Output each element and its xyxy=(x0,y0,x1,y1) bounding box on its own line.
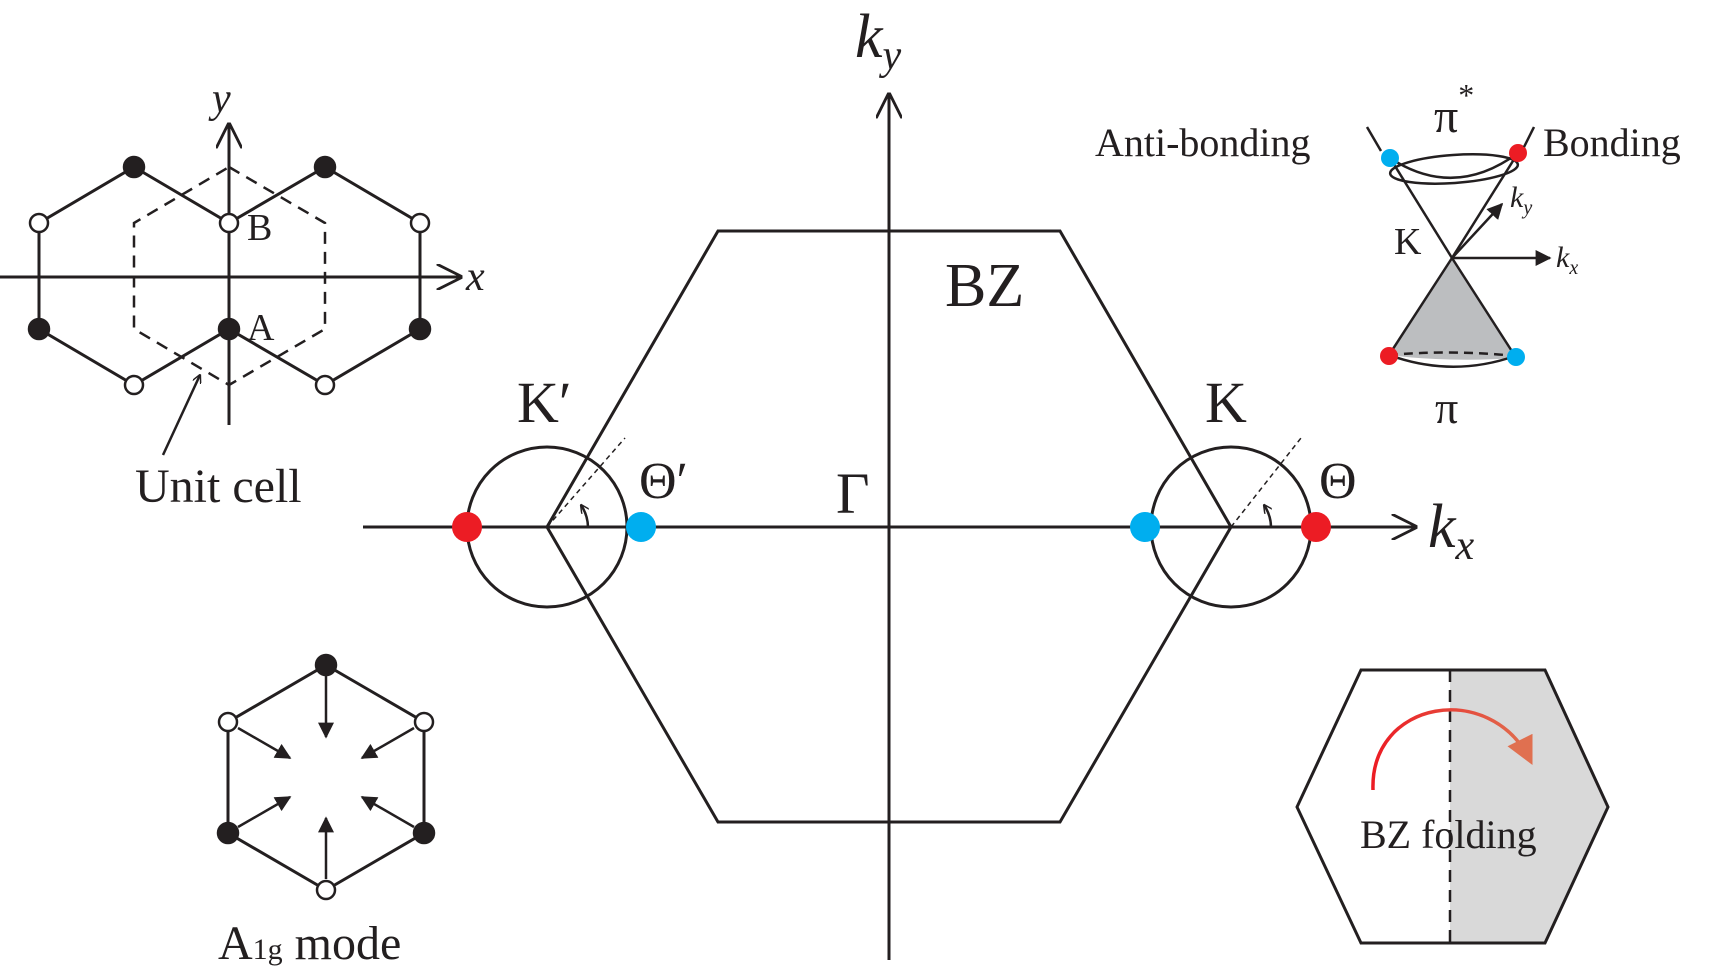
lower-cone-right xyxy=(1450,257,1517,357)
mode-atom xyxy=(413,711,435,733)
cone-kx-label: kx xyxy=(1556,241,1578,279)
upper-cone-rim xyxy=(1388,153,1520,185)
brillouin-zone: BZ Γ K K′ Θ Θ′ kx ky xyxy=(363,3,1475,960)
cone-ky-label: ky xyxy=(1510,181,1532,219)
atom-b-site xyxy=(218,212,240,234)
theta-prime-label: Θ′ xyxy=(639,453,688,510)
folded-half-fill xyxy=(1450,670,1608,943)
cone-k-label: K xyxy=(1394,221,1422,263)
folding-hexagon xyxy=(1295,668,1610,945)
mode-arrow xyxy=(360,726,415,760)
k-blue-point xyxy=(1130,512,1160,542)
atom-b-site xyxy=(28,212,50,234)
cone-blue-point-top xyxy=(1381,149,1399,167)
cone-ky-axis xyxy=(1451,202,1504,259)
atom-b-site xyxy=(314,374,336,396)
lattice-y-label: y xyxy=(208,76,231,122)
mode-arrow xyxy=(237,726,292,760)
pi-label: π xyxy=(1435,382,1458,433)
anti-bonding-pointer xyxy=(1365,126,1383,152)
kprime-angle-arc xyxy=(581,505,588,528)
pi-star-label: π* xyxy=(1434,77,1474,143)
folding-arrow xyxy=(1371,708,1533,791)
mode-atom xyxy=(314,653,338,677)
mode-atom xyxy=(216,821,240,845)
atom-a-site xyxy=(27,317,51,341)
lower-cone-front-rim xyxy=(1388,353,1516,368)
bonding-label: Bonding xyxy=(1543,120,1681,165)
k-label: K xyxy=(1205,370,1247,435)
ky-label: ky xyxy=(855,3,902,79)
k-angle-arc xyxy=(1264,505,1271,528)
atom-a-site xyxy=(313,155,337,179)
k-angle-line xyxy=(1230,437,1302,528)
atom-b-site xyxy=(123,374,145,396)
mode-atom xyxy=(315,879,337,901)
bonding-pointer xyxy=(1522,126,1536,148)
atom-a-site xyxy=(217,317,241,341)
atom-a-site xyxy=(408,317,432,341)
upper-cone-left xyxy=(1388,157,1454,259)
gamma-label: Γ xyxy=(836,461,870,526)
dirac-cone: π* Anti-bonding Bonding K ky kx π xyxy=(1095,77,1681,433)
site-a-label: A xyxy=(247,307,275,349)
unit-cell-outline xyxy=(132,165,327,387)
unit-cell-label: Unit cell xyxy=(135,460,302,513)
cone-red-point-bottom xyxy=(1380,347,1398,365)
a1g-mode: A1g mode xyxy=(216,653,436,970)
atom-a-site xyxy=(122,155,146,179)
kprime-red-point xyxy=(452,512,482,542)
theta-label: Θ xyxy=(1319,453,1357,510)
mode-atom xyxy=(217,711,239,733)
mode-arrow xyxy=(237,795,292,829)
upper-cone-right xyxy=(1450,152,1520,259)
mode-arrow xyxy=(360,795,415,829)
mode-atom xyxy=(412,821,436,845)
lower-cone-left xyxy=(1387,257,1454,356)
cone-red-point-top xyxy=(1509,144,1527,162)
bz-folding-label: BZ folding xyxy=(1360,812,1537,857)
lower-cone-fill xyxy=(1389,258,1515,360)
site-b-label: B xyxy=(247,207,272,249)
atom-b-site xyxy=(409,212,431,234)
unit-cell-pointer xyxy=(161,375,200,456)
kprime-blue-point xyxy=(626,512,656,542)
kprime-label: K′ xyxy=(517,370,572,435)
upper-cone-front xyxy=(1389,151,1519,180)
real-space-lattice: y x B A Unit cell xyxy=(0,76,485,513)
kprime-angle-line xyxy=(546,437,626,528)
anti-bonding-label: Anti-bonding xyxy=(1095,120,1311,165)
kx-label: kx xyxy=(1428,493,1475,569)
bz-label: BZ xyxy=(945,252,1024,320)
k-red-point xyxy=(1301,512,1331,542)
cone-blue-point-bottom xyxy=(1507,348,1525,366)
lower-cone-back-rim xyxy=(1388,351,1516,358)
a1g-mode-label: A1g mode xyxy=(218,917,401,970)
bz-folding: BZ folding xyxy=(1295,668,1610,945)
lattice-x-label: x xyxy=(465,254,485,300)
